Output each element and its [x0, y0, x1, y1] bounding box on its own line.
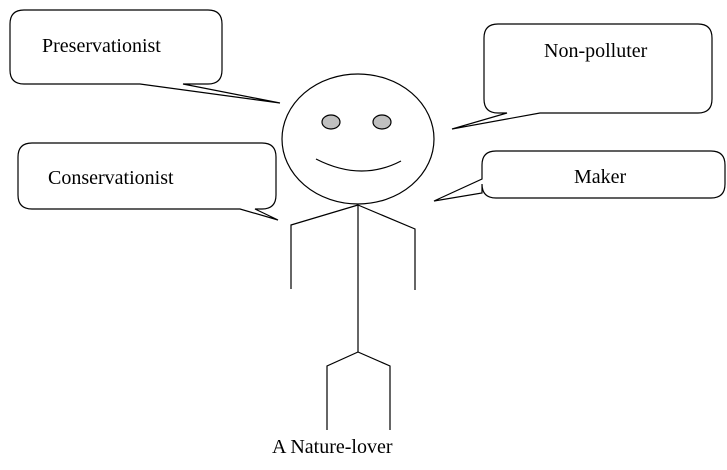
speech-bubble-maker: [433, 150, 726, 202]
figure-caption: A Nature-lover: [272, 436, 393, 458]
speech-bubble-non-polluter: [451, 23, 713, 130]
right-leg: [357, 351, 391, 430]
label-conservationist: Conservationist: [48, 167, 174, 189]
left-leg: [326, 351, 359, 430]
right-eye: [372, 114, 392, 130]
label-non-polluter: Non-polluter: [544, 40, 648, 62]
right-arm: [357, 204, 416, 290]
smile: [315, 158, 402, 172]
label-maker: Maker: [574, 166, 627, 188]
left-eye: [321, 114, 341, 130]
head: [281, 73, 435, 205]
speech-bubble-preservationist: [9, 9, 281, 104]
label-preservationist: Preservationist: [42, 35, 161, 57]
speech-bubble-conservationist: [17, 142, 279, 221]
left-arm: [290, 204, 359, 289]
